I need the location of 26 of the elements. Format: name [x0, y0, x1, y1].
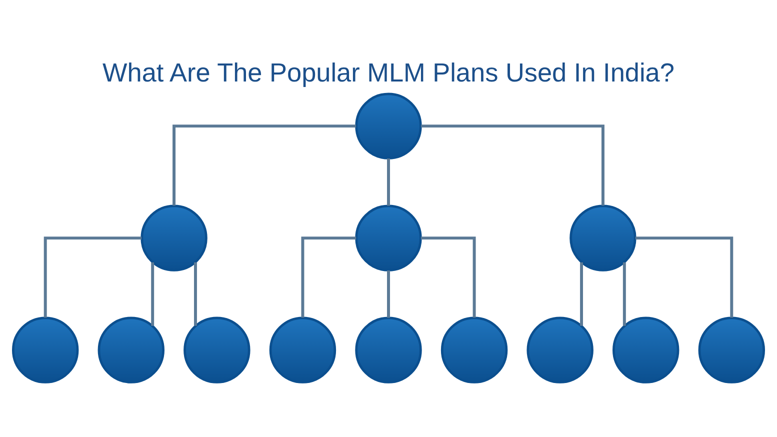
node-person [355, 92, 422, 159]
node-person [12, 316, 79, 383]
node-person [98, 316, 164, 383]
connector [580, 262, 583, 326]
connector [301, 236, 356, 318]
connector [194, 262, 197, 326]
node-person [355, 204, 422, 271]
connector [172, 124, 356, 206]
node-person [140, 204, 208, 271]
node-person [526, 316, 594, 383]
node-person [698, 316, 766, 383]
node-person [355, 316, 422, 383]
connector [635, 236, 734, 318]
diagram-title: What Are The Popular MLM Plans Used In India? [102, 57, 674, 87]
connector [421, 124, 604, 206]
connector [44, 236, 142, 318]
node-person [570, 204, 636, 271]
connector [420, 236, 476, 318]
connector [387, 270, 390, 318]
node-person [184, 316, 250, 383]
connector [387, 158, 390, 206]
node-person [269, 316, 336, 383]
node-person [612, 316, 680, 383]
connector [622, 262, 626, 326]
node-person [440, 316, 508, 383]
connector [151, 262, 154, 326]
